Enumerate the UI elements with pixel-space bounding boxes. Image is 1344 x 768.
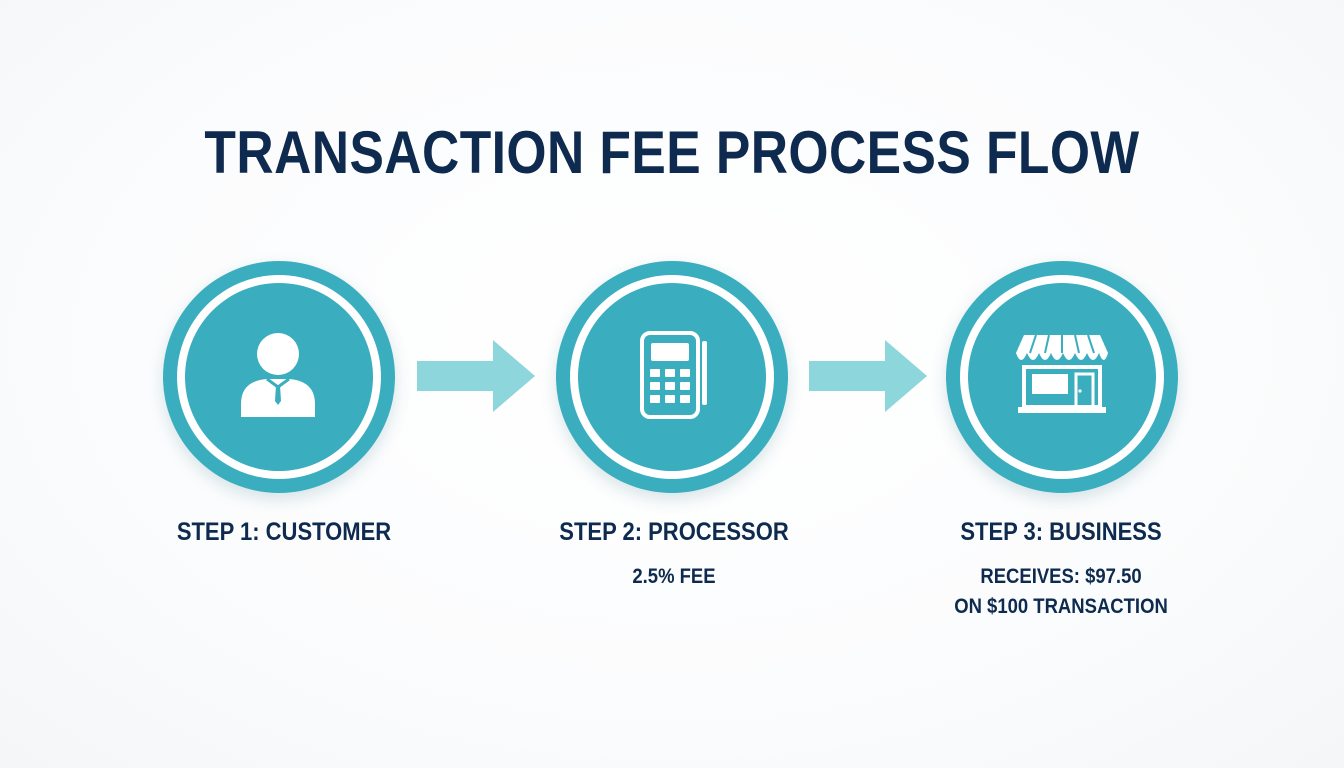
step-3-transaction-text: ON $100 TRANSACTION (954, 595, 1168, 618)
step-2-label: STEP 2: PROCESSOR (559, 518, 789, 546)
step-2-fee-text: 2.5% FEE (632, 565, 716, 588)
page-title: TRANSACTION FEE PROCESS FLOW (204, 119, 1140, 186)
step-2-circle (556, 261, 788, 493)
step-1-label: STEP 1: CUSTOMER (176, 518, 392, 546)
person-icon (241, 333, 315, 417)
arrow-right-icon (417, 340, 535, 412)
card-terminal-icon (640, 331, 707, 419)
storefront-icon (1016, 334, 1108, 413)
arrow-right-icon (809, 340, 927, 412)
step-3-circle (946, 261, 1178, 493)
step-3-label: STEP 3: BUSINESS (960, 518, 1162, 546)
step-3-receives-text: RECEIVES: $97.50 (980, 565, 1142, 588)
step-1-circle (163, 261, 395, 493)
